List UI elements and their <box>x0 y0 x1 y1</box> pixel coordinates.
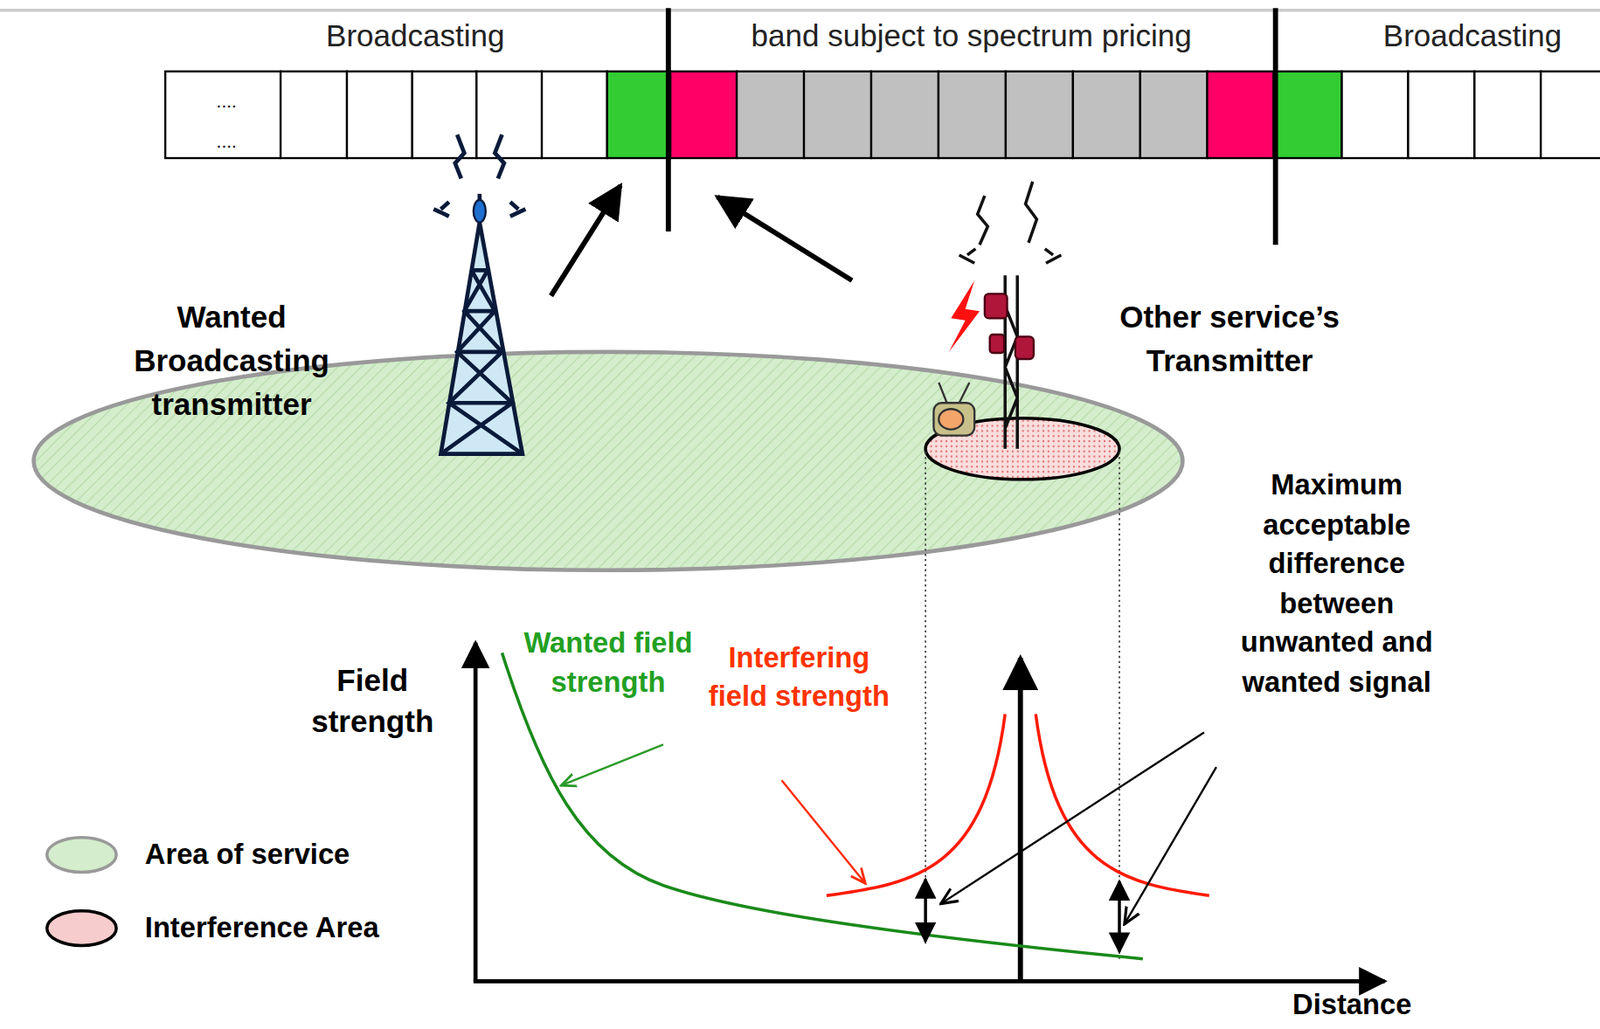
transmitter-label: Other service’s Transmitter <box>1071 294 1388 382</box>
legend-text: Area of service <box>145 838 350 873</box>
band-cell <box>1342 71 1409 159</box>
band-cell <box>1140 71 1208 159</box>
curve-label: Interfering field strength <box>701 638 896 717</box>
band-cell <box>1005 71 1074 159</box>
band-cell <box>1540 71 1600 159</box>
band-label: band subject to spectrum pricing <box>685 15 1258 57</box>
band-cell <box>346 71 413 159</box>
band-label: Broadcasting <box>1350 15 1595 57</box>
band-cell <box>871 71 939 159</box>
legend-swatch <box>47 911 117 947</box>
band-cell <box>412 71 478 159</box>
legend-swatch <box>47 838 117 873</box>
callout-note: Maximum acceptable difference between un… <box>1218 466 1455 703</box>
band-cell <box>938 71 1006 159</box>
band-cell <box>1407 71 1475 159</box>
legend-text: Interference Area <box>145 911 380 947</box>
ellipsis: .... <box>195 130 257 153</box>
band-cell <box>736 71 804 159</box>
band-cell <box>476 71 542 159</box>
band-label: Broadcasting <box>262 15 568 57</box>
band-cell <box>1275 71 1343 159</box>
band-cell <box>541 71 608 159</box>
axis-label: Field strength <box>285 658 460 743</box>
axis-label: Distance <box>1265 987 1440 1023</box>
ellipsis: .... <box>195 90 257 113</box>
band-cell <box>1474 71 1541 159</box>
transmitter-label: Wanted Broadcasting transmitter <box>93 294 369 427</box>
band-cell <box>803 71 872 159</box>
band-cell <box>280 71 347 159</box>
band-cell <box>1073 71 1141 159</box>
band-cell <box>607 71 671 159</box>
band-cell <box>1206 71 1274 159</box>
band-cell <box>165 71 281 159</box>
band-cell <box>670 71 737 159</box>
curve-label: Wanted field strength <box>521 624 696 703</box>
